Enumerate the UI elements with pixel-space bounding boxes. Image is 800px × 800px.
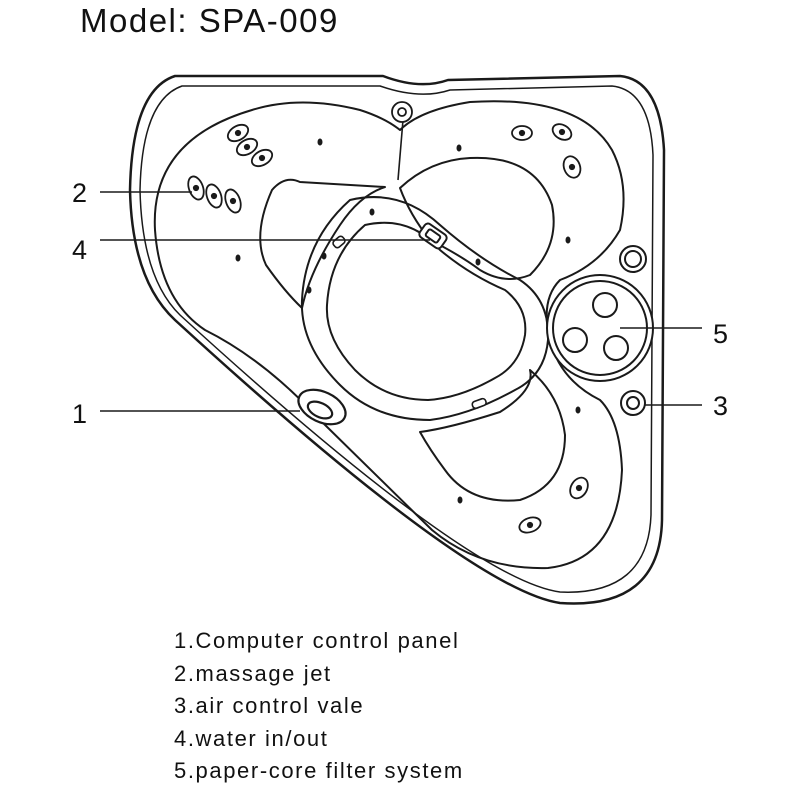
callout-3: 3 [713, 391, 728, 421]
massage-jets-upper-right [511, 123, 582, 179]
control-panel [297, 388, 347, 426]
model-title: Model: SPA-009 [80, 2, 339, 39]
footwell-inner [325, 221, 527, 401]
divider-line [397, 119, 404, 181]
massage-jets-upper-left [226, 123, 274, 168]
seat-left [259, 178, 386, 309]
callout-5: 5 [713, 319, 728, 349]
footwell-outer [300, 196, 550, 421]
water-in-out-fitting [418, 222, 448, 250]
filter-system [546, 245, 654, 382]
legend-item-control-panel: 1.Computer control panel [174, 628, 460, 653]
seat-bottom [419, 369, 566, 502]
leader-lines [100, 191, 702, 412]
spa-shell-inner-rim [139, 85, 654, 593]
air-nozzles [235, 138, 581, 504]
callout-2: 2 [72, 178, 87, 208]
legend-item-massage-jet: 2.massage jet [174, 660, 332, 686]
callout-4: 4 [72, 235, 87, 265]
massage-jets-bottom [518, 476, 589, 534]
legend-item-filter-system: 5.paper-core filter system [174, 758, 464, 783]
air-control-valve [620, 390, 646, 416]
footwell-jets [332, 235, 487, 410]
legend-item-air-control: 3.air control vale [174, 693, 365, 718]
legend-item-water-in-out: 4.water in/out [174, 725, 329, 751]
parts-legend: 1.Computer control panel 2.massage jet 3… [174, 625, 464, 788]
callout-1: 1 [72, 399, 87, 429]
spa-outer-shell [128, 74, 666, 605]
top-fitting [391, 101, 413, 123]
massage-jets-left [187, 175, 242, 214]
spa-tub-outline [153, 100, 625, 570]
